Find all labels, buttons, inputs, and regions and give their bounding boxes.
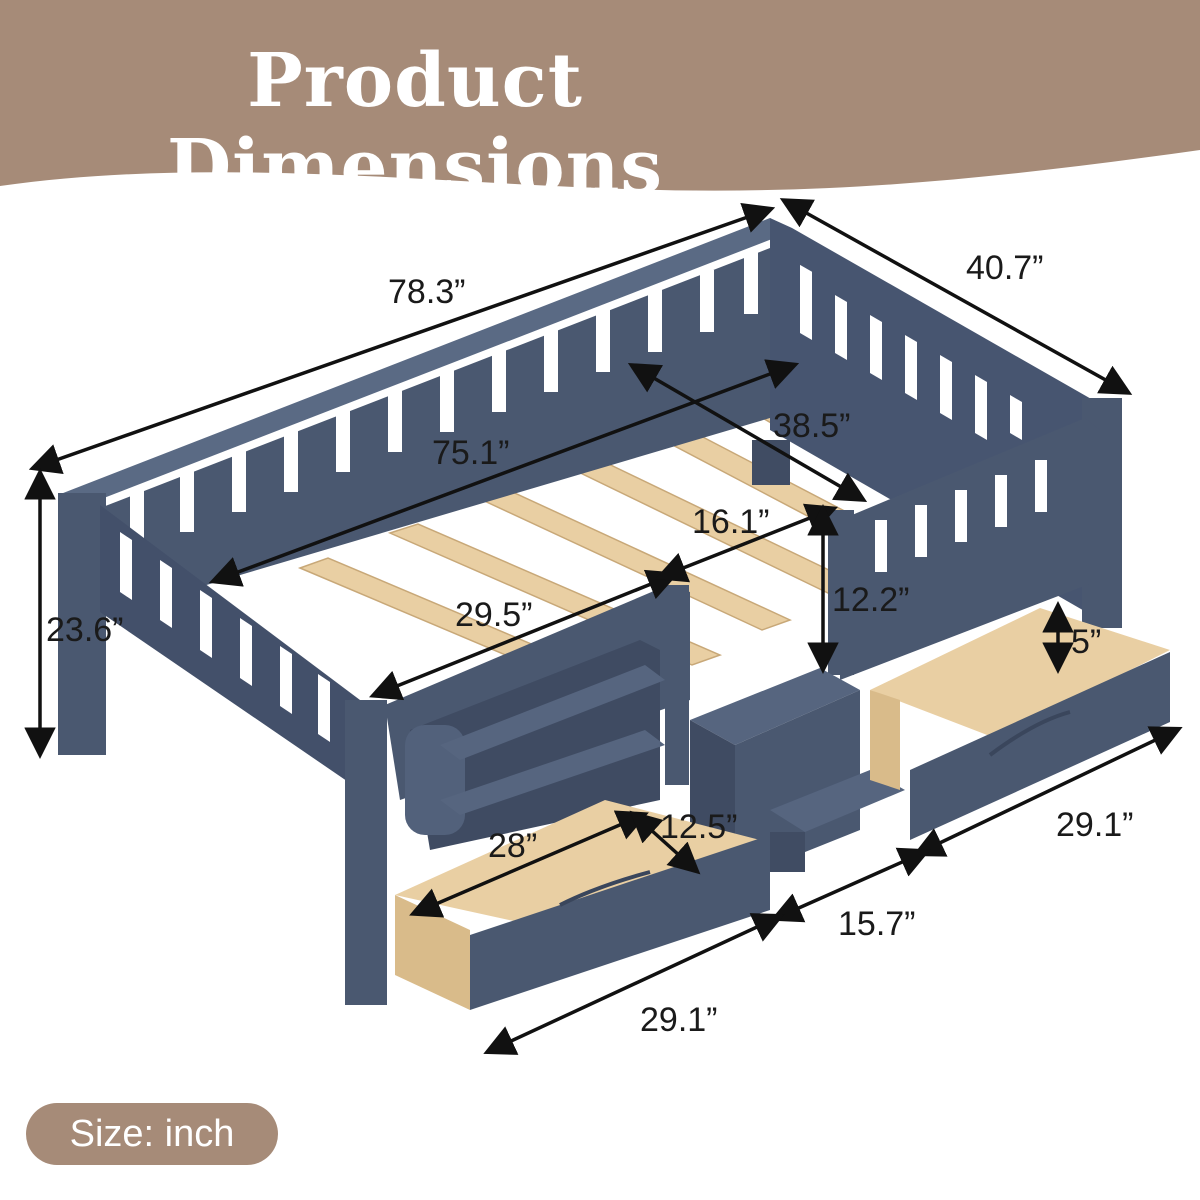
- arrow-overall-width: [779, 198, 1133, 395]
- label-step-width: 15.7”: [838, 905, 916, 943]
- label-inner-width: 38.5”: [773, 407, 851, 445]
- label-overall-width: 40.7”: [966, 249, 1044, 287]
- arrow-step-width: [770, 847, 931, 923]
- footboard: [58, 493, 387, 1005]
- arrow-gap-width: [654, 503, 839, 583]
- arrow-right-drawer-length: [912, 726, 1183, 857]
- size-badge: [26, 1103, 278, 1165]
- page-title: Product Dimensions: [166, 38, 664, 210]
- arrow-left-drawer-inner-length: [409, 810, 649, 918]
- label-drawer-depth: 5”: [1071, 623, 1101, 661]
- label-overall-height: 23.6”: [46, 611, 124, 649]
- label-rail-height: 12.2”: [832, 581, 910, 619]
- header-band: [0, 0, 1200, 191]
- label-right-drawer-length: 29.1”: [1056, 806, 1134, 844]
- size-label: Size: inch: [69, 1113, 235, 1155]
- arrow-inner-width: [627, 362, 868, 503]
- arrow-front-panel-length: [369, 569, 679, 701]
- dimension-arrows: [24, 198, 1183, 1055]
- label-inner-length: 75.1”: [432, 434, 510, 472]
- label-gap-width: 16.1”: [692, 503, 770, 541]
- label-left-drawer-inner-depth: 12.5”: [660, 808, 738, 846]
- label-left-drawer-inner-length: 28”: [488, 827, 537, 865]
- dimension-labels: 78.3” 40.7” 75.1” 38.5” 23.6” 29.5” 16.1…: [46, 249, 1134, 1039]
- arrow-overall-length: [28, 202, 776, 475]
- label-left-drawer-length: 29.1”: [640, 1001, 718, 1039]
- label-overall-length: 78.3”: [388, 273, 466, 311]
- arrow-left-drawer-inner-depth: [629, 810, 701, 875]
- label-front-panel-length: 29.5”: [455, 596, 533, 634]
- arrow-left-drawer-length: [483, 913, 785, 1055]
